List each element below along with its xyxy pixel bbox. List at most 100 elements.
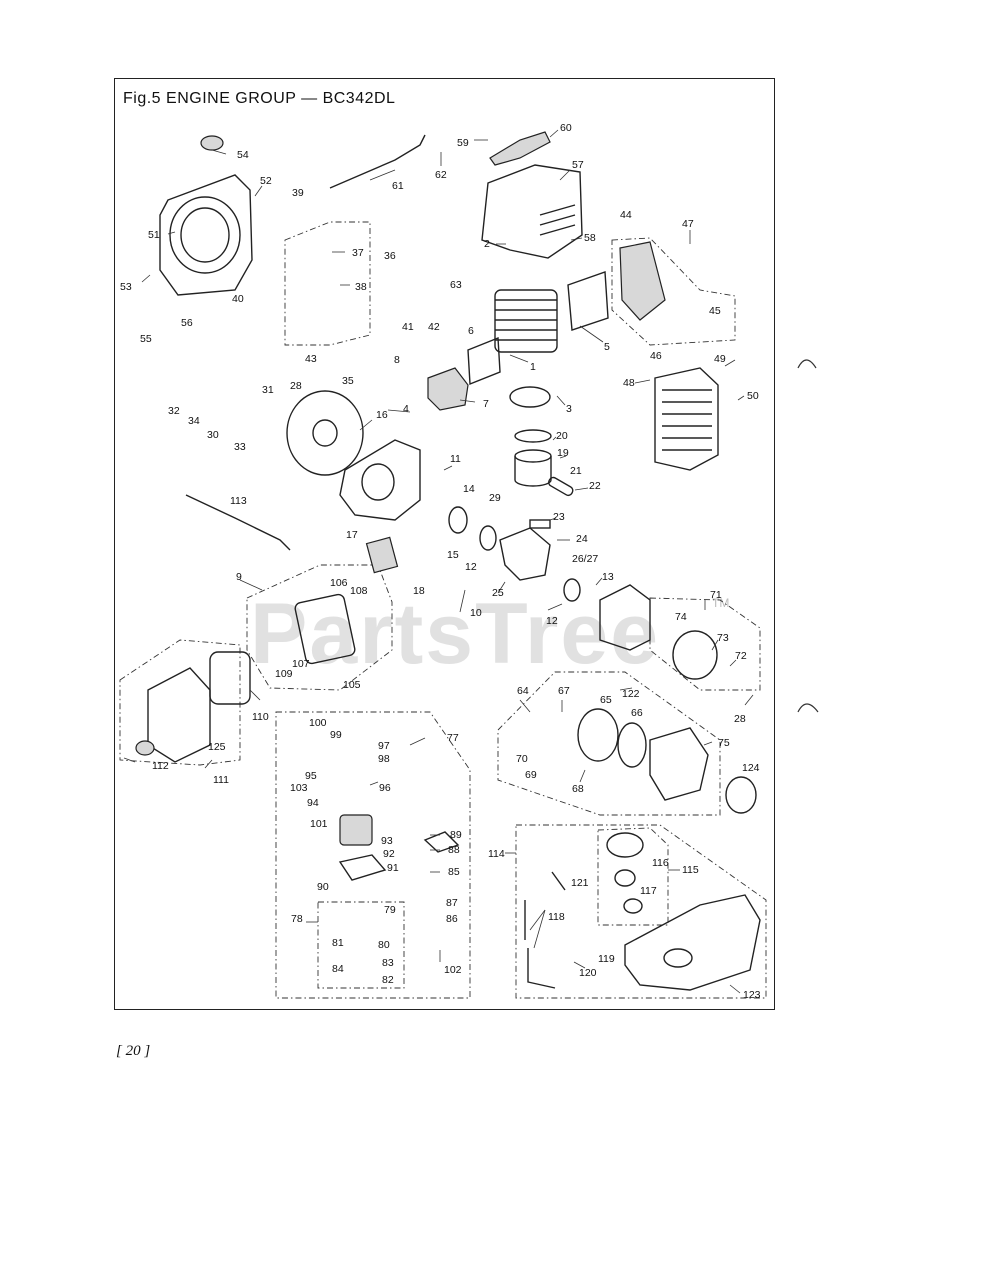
callout-109: 109 (275, 668, 293, 680)
callout-50: 50 (747, 390, 759, 402)
callout-6: 6 (468, 325, 474, 337)
callout-103: 103 (290, 782, 308, 794)
watermark: PartsTree (250, 586, 661, 682)
callout-1: 1 (530, 361, 536, 373)
callout-72: 72 (735, 650, 747, 662)
callout-13: 13 (602, 571, 614, 583)
group-boundary-36 (284, 221, 371, 346)
clutch-part (672, 630, 718, 680)
air-cleaner-base-part (294, 593, 356, 665)
callout-20: 20 (556, 430, 568, 442)
callout-115: 115 (682, 864, 699, 876)
callout-12: 12 (465, 561, 477, 573)
group-boundary-71 (649, 597, 761, 691)
callout-31: 31 (262, 384, 274, 396)
callout-117: 117 (640, 885, 657, 897)
callout-26-27: 26/27 (572, 553, 598, 565)
exhaust-gasket-part (567, 271, 609, 331)
callout-91: 91 (387, 862, 399, 874)
muffler-cover-part (619, 241, 666, 321)
callout-74: 74 (675, 611, 687, 623)
callout-9: 9 (236, 571, 242, 583)
callout-48: 48 (623, 377, 635, 389)
figure-title: Fig.5 ENGINE GROUP — BC342DL (123, 90, 396, 107)
recoil-housing-part (649, 727, 709, 801)
callout-123: 123 (743, 989, 761, 1001)
throttle-cable-part (329, 134, 426, 189)
callout-45: 45 (709, 305, 721, 317)
callout-113: 113 (230, 495, 247, 507)
callout-118: 118 (548, 911, 565, 923)
callout-111: 111 (213, 774, 229, 786)
callout-36: 36 (384, 250, 396, 262)
callout-54: 54 (237, 149, 249, 161)
callout-labels: 1 2 3 4 5 6 7 8 9 10 11 12 13 14 15 16 1… (120, 122, 761, 1001)
ignition-coil-part (427, 367, 469, 411)
callout-23: 23 (553, 511, 565, 523)
callout-2: 2 (484, 238, 490, 250)
callout-125: 125 (208, 741, 226, 753)
callout-43: 43 (305, 353, 317, 365)
callout-124: 124 (742, 762, 760, 774)
callout-51: 51 (148, 229, 160, 241)
crankcase-right-part (599, 584, 651, 651)
piston-pin-part (548, 476, 574, 497)
page-scan-mark (797, 359, 817, 369)
callout-52: 52 (260, 175, 272, 187)
callout-22: 22 (589, 480, 601, 492)
callout-28b: 28 (734, 713, 746, 725)
group-boundary-111 (119, 639, 241, 766)
callout-10: 10 (470, 607, 482, 619)
page-scan-mark (797, 703, 819, 713)
callout-64: 64 (517, 685, 529, 697)
fuel-filter-part (551, 871, 566, 891)
callout-68: 68 (572, 783, 584, 795)
callout-75: 75 (718, 737, 730, 749)
flywheel-part (286, 390, 364, 476)
callout-7: 7 (483, 398, 489, 410)
recoil-spring-part (617, 722, 647, 768)
callout-96: 96 (379, 782, 391, 794)
cap-part (200, 135, 224, 151)
callout-82: 82 (382, 974, 394, 986)
callout-88: 88 (448, 844, 460, 856)
callout-98: 98 (378, 753, 390, 765)
group-boundary-77 (275, 711, 471, 999)
bracket-part (489, 131, 551, 166)
callout-119: 119 (598, 953, 615, 965)
callout-67: 67 (558, 685, 570, 697)
callout-78: 78 (291, 913, 303, 925)
callout-42: 42 (428, 321, 440, 333)
callout-90: 90 (317, 881, 329, 893)
callout-38: 38 (355, 281, 367, 293)
callout-3: 3 (566, 403, 572, 415)
callout-40: 40 (232, 293, 244, 305)
callout-102: 102 (444, 964, 462, 976)
trademark-mark: TM (712, 596, 730, 610)
cylinder-gasket-part (509, 386, 551, 408)
callout-79: 79 (384, 904, 396, 916)
callout-100: 100 (309, 717, 327, 729)
piston-ring-part (514, 429, 552, 443)
air-cleaner-cover-part (147, 667, 211, 763)
callout-14: 14 (463, 483, 475, 495)
knob-part (135, 740, 155, 756)
callout-55: 55 (140, 333, 152, 345)
gasket-ring-part (725, 776, 757, 814)
callout-86: 86 (446, 913, 458, 925)
carburetor-plate-part (338, 854, 387, 881)
callout-24: 24 (576, 533, 588, 545)
muffler-part (654, 367, 719, 471)
group-boundary-105 (246, 564, 393, 691)
page-number: [ 20 ] (116, 1043, 151, 1059)
callout-116: 116 (652, 857, 669, 869)
callout-28: 28 (290, 380, 302, 392)
callout-108: 108 (350, 585, 368, 597)
callout-12b: 12 (546, 615, 558, 627)
callout-83: 83 (382, 957, 394, 969)
callout-11: 11 (450, 453, 461, 465)
callout-16: 16 (376, 409, 388, 421)
callout-59: 59 (457, 137, 469, 149)
callout-84: 84 (332, 963, 344, 975)
callout-81: 81 (332, 937, 344, 949)
